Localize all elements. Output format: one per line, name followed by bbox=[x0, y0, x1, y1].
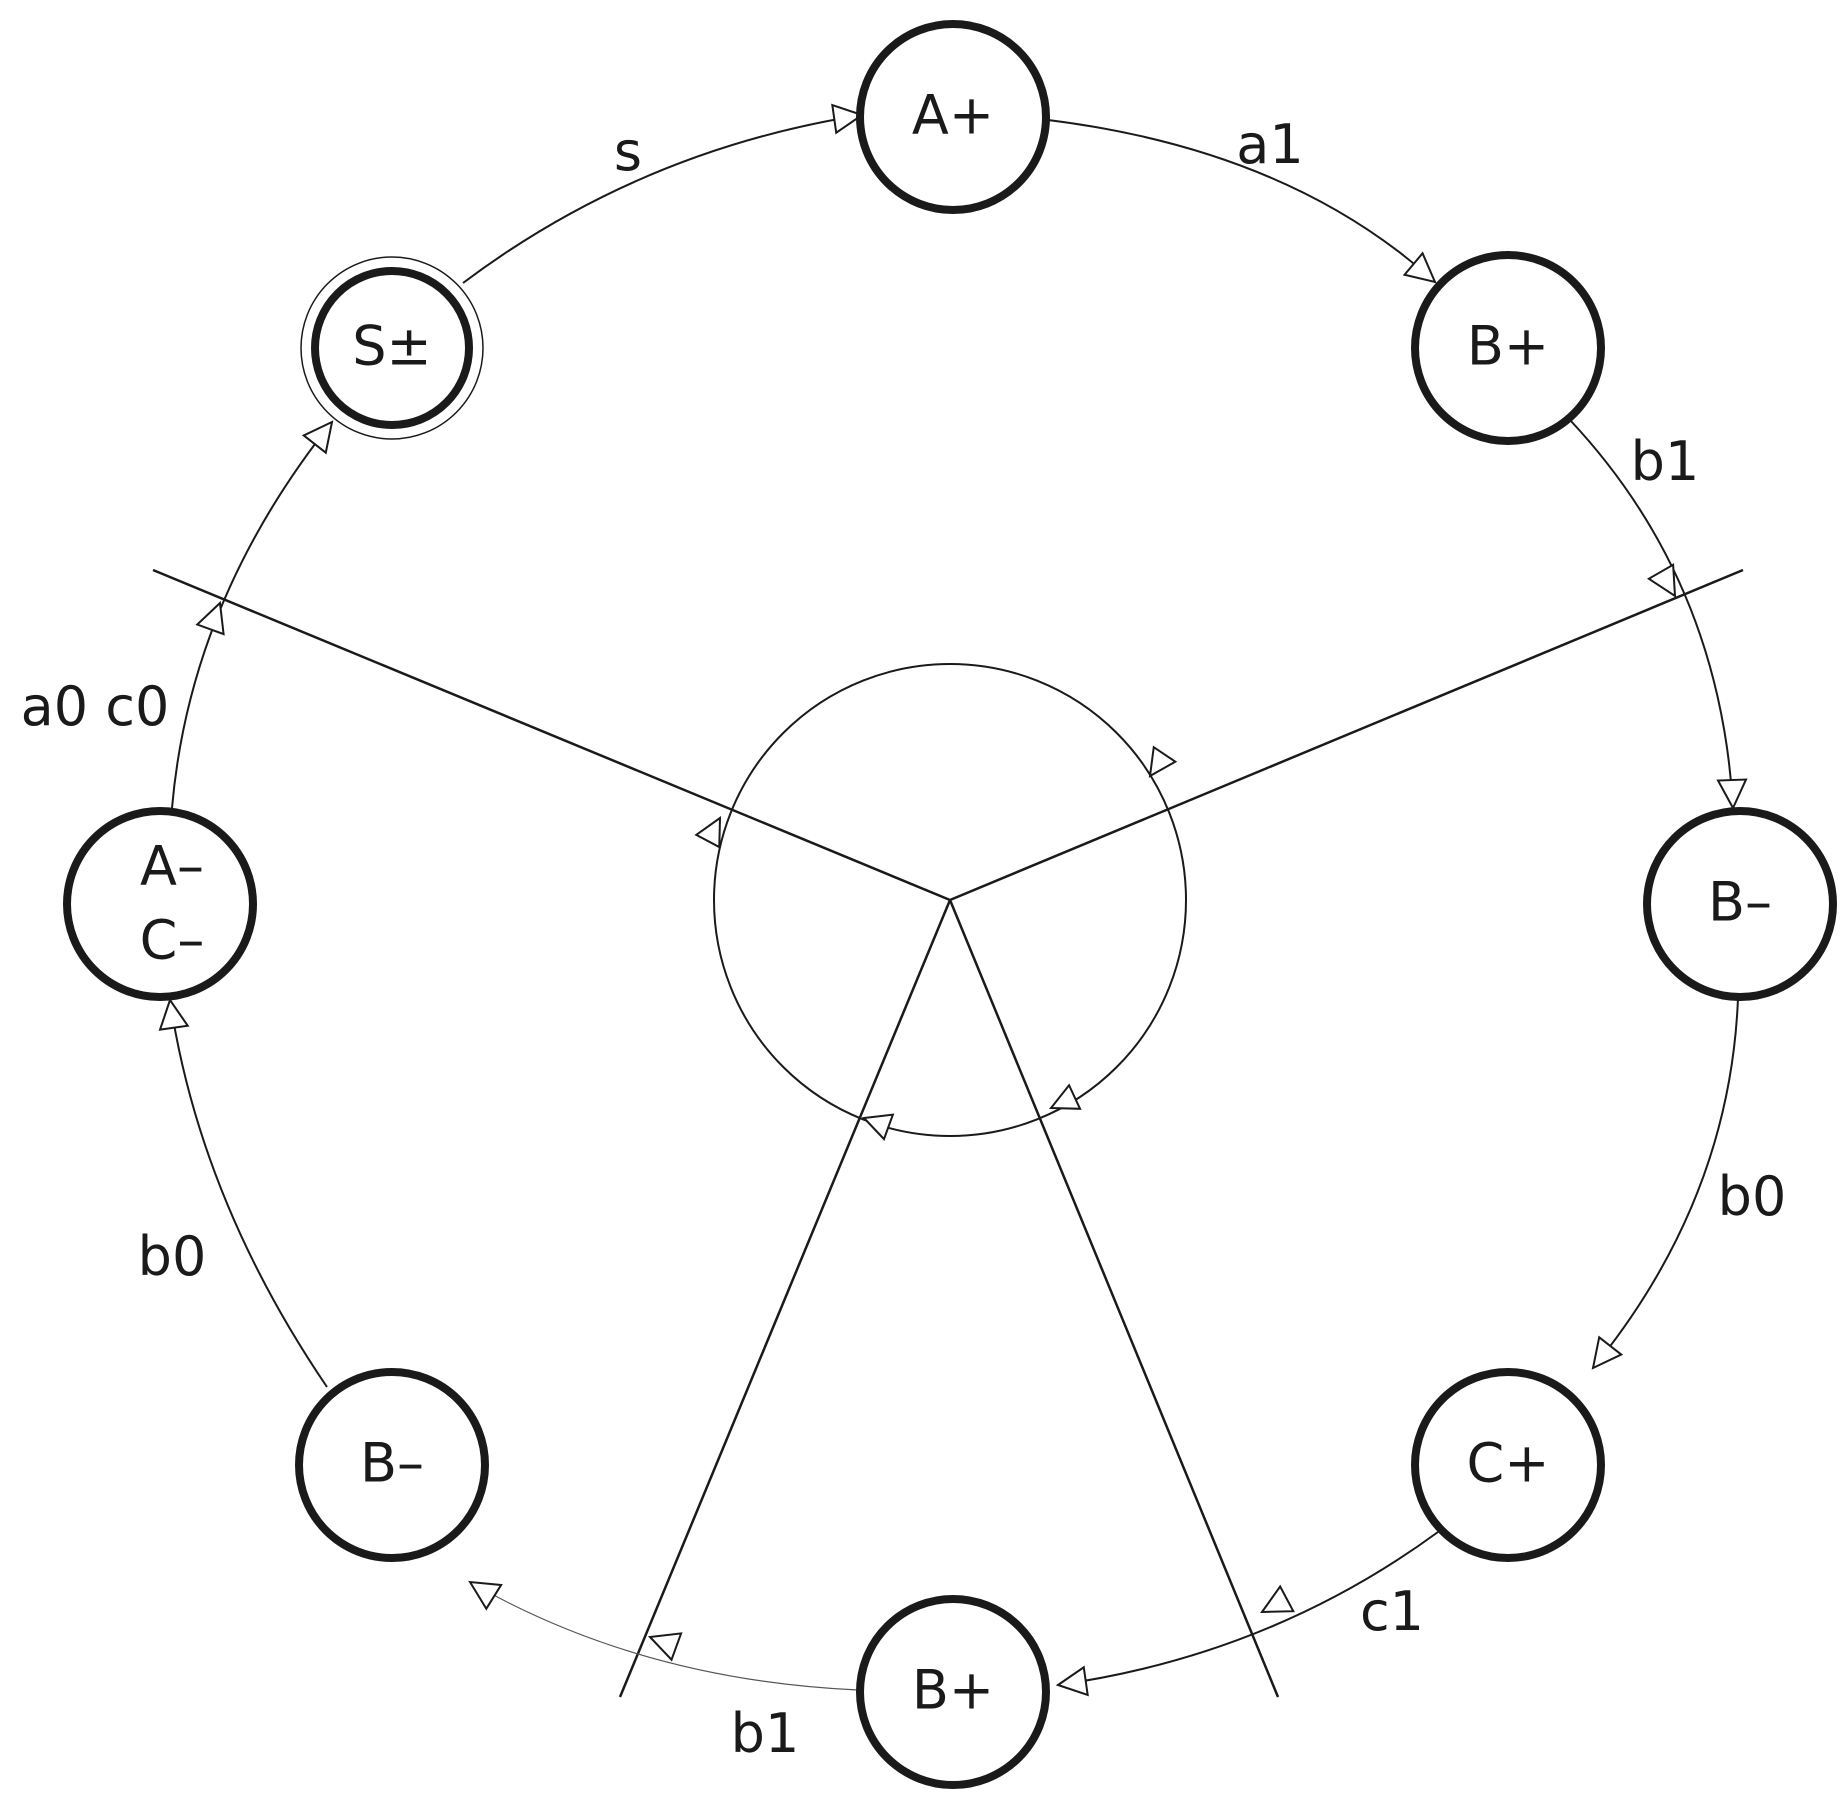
state-b-minus-right[interactable]: B– bbox=[1643, 807, 1837, 1001]
state-label: B– bbox=[1708, 871, 1772, 934]
transition-label-a0-c0: a0 c0 bbox=[21, 675, 170, 738]
state-label: B+ bbox=[912, 1659, 994, 1722]
edge-c1-arrow-a bbox=[1260, 1584, 1295, 1614]
inner-arrow-bottom bbox=[861, 1113, 895, 1141]
state-b-plus-top[interactable]: B+ bbox=[1411, 251, 1605, 445]
edge-b1-right-arrow-a bbox=[1646, 563, 1677, 598]
edge-b-minus-to-a-minus bbox=[169, 999, 328, 1388]
transition-label-c1: c1 bbox=[1360, 1580, 1424, 1643]
edge-b-plus-to-b-minus-left bbox=[469, 1581, 859, 1691]
state-c-plus[interactable]: C+ bbox=[1411, 1368, 1605, 1562]
edge-a0c0-arrow-a bbox=[195, 600, 225, 636]
state-a-plus[interactable]: A+ bbox=[856, 20, 1050, 214]
edge-b0-left-arrow bbox=[158, 997, 190, 1031]
state-label: S± bbox=[352, 315, 432, 378]
start-outer-ring bbox=[300, 256, 484, 440]
divider-upper-right bbox=[949, 568, 1744, 902]
transition-label-b1-bottom: b1 bbox=[731, 1702, 800, 1765]
state-label: B+ bbox=[1467, 315, 1549, 378]
edge-b0-right-arrow bbox=[1591, 1335, 1624, 1370]
state-label: B– bbox=[360, 1432, 424, 1495]
edge-a-minus-to-s bbox=[171, 421, 333, 809]
edge-b-minus-to-c-plus bbox=[1592, 997, 1739, 1369]
inner-arrow-left bbox=[694, 816, 722, 849]
transition-label-b1-right: b1 bbox=[1631, 430, 1700, 493]
divider-upper-left bbox=[152, 568, 951, 902]
edge-a0c0-arrow-b bbox=[301, 420, 334, 455]
state-label-c-minus: C– bbox=[140, 909, 205, 972]
divider-lower-right bbox=[948, 899, 1280, 1698]
edge-a-plus-to-b-plus bbox=[1047, 119, 1436, 283]
transition-label-s: s bbox=[614, 120, 642, 183]
edge-s-arrow bbox=[831, 103, 865, 135]
state-label-a-minus: A– bbox=[140, 835, 204, 898]
transition-label-b0-right: b0 bbox=[1718, 1165, 1787, 1228]
transition-label-b0-left: b0 bbox=[138, 1225, 207, 1288]
divider-lower-left bbox=[618, 899, 952, 1698]
inner-arrow-lower-right bbox=[1048, 1083, 1082, 1110]
transition-label-a1: a1 bbox=[1236, 113, 1303, 176]
inner-arrow-upper-right bbox=[1148, 745, 1178, 778]
state-b-plus-bottom[interactable]: B+ bbox=[856, 1595, 1050, 1789]
edge-c-plus-to-b-plus bbox=[1057, 1531, 1439, 1686]
edge-b1-right-arrow-b bbox=[1716, 778, 1748, 811]
state-label: C+ bbox=[1467, 1432, 1550, 1495]
edge-b1-bottom-arrow-a bbox=[647, 1632, 683, 1662]
edge-b1-bottom-arrow-b bbox=[468, 1580, 503, 1611]
inner-cycle-circle bbox=[713, 663, 1187, 1137]
state-b-minus-left[interactable]: B– bbox=[295, 1368, 489, 1562]
edge-s-to-a-plus bbox=[462, 114, 863, 284]
state-label: A+ bbox=[912, 84, 994, 147]
edge-a1-arrow bbox=[1402, 251, 1437, 284]
state-s-pm[interactable]: S± bbox=[300, 256, 484, 440]
edge-b-plus-to-b-minus bbox=[1569, 419, 1734, 809]
edge-c1-arrow-b bbox=[1055, 1665, 1089, 1697]
state-a-minus-c-minus[interactable]: A– C– bbox=[63, 807, 257, 1001]
